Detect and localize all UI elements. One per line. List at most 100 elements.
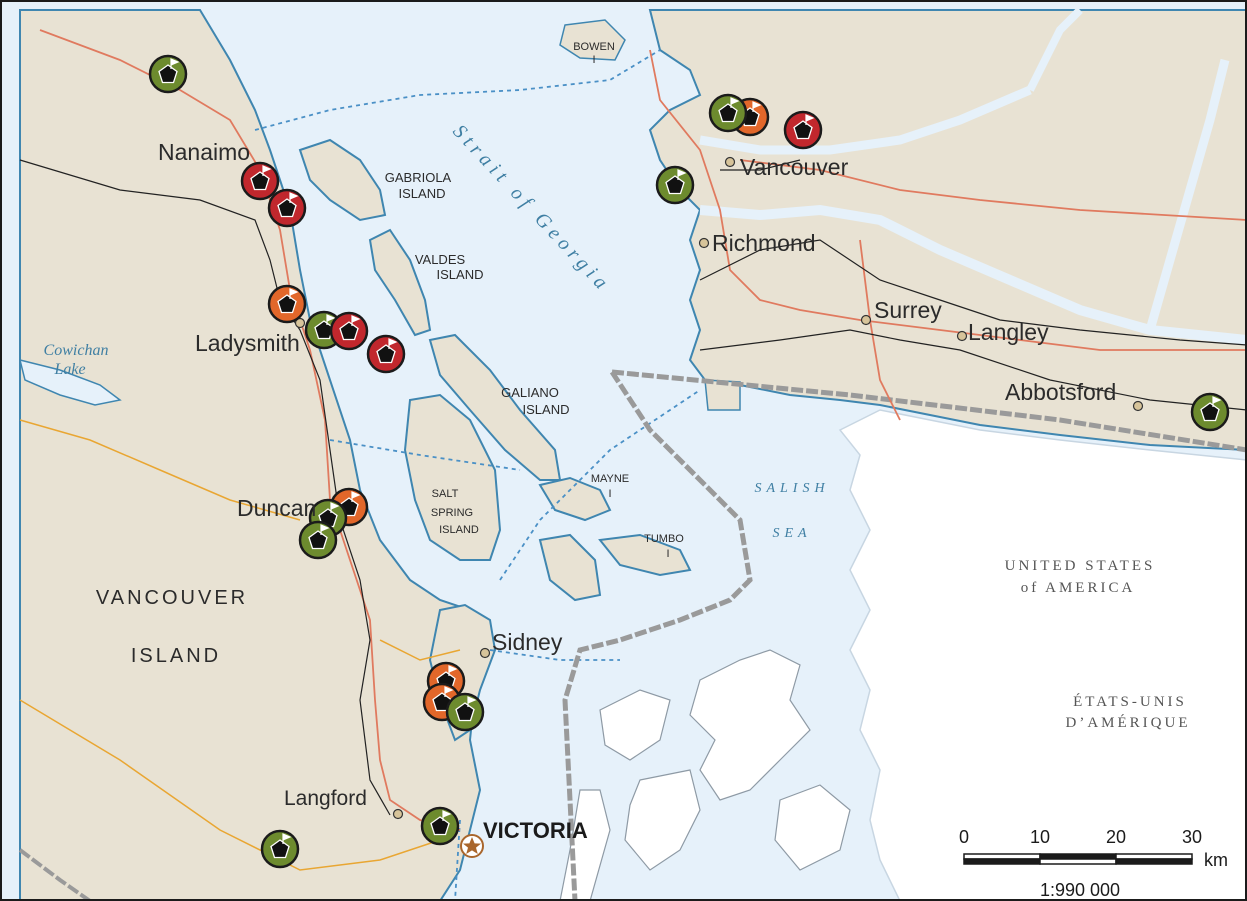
site-marker-red[interactable] xyxy=(240,161,280,201)
scale-tick-10: 10 xyxy=(1030,827,1050,847)
langley-dot[interactable] xyxy=(956,330,968,342)
ferry-routes xyxy=(254,49,701,901)
flag-icon xyxy=(805,114,815,125)
site-marker-red[interactable] xyxy=(329,311,369,351)
island-label-saltspring-2: SPRING xyxy=(431,507,473,519)
international-border xyxy=(562,369,1247,901)
indian-arm xyxy=(1026,7,1083,92)
scale-tick-30: 30 xyxy=(1182,827,1202,847)
site-marker-green[interactable] xyxy=(1190,392,1230,432)
site-marker-orange[interactable] xyxy=(267,284,307,324)
island-label-tumbo-i: I xyxy=(666,548,669,560)
saltspring-island xyxy=(403,393,502,561)
abbotsford-dot[interactable] xyxy=(1132,400,1144,412)
bowen-island xyxy=(559,19,626,61)
san-juan-islands-4 xyxy=(774,784,851,871)
site-marker-red[interactable] xyxy=(366,334,406,374)
site-marker-green[interactable] xyxy=(708,93,748,133)
island-label-mayne: MAYNE xyxy=(591,473,629,485)
city-label-duncan[interactable]: Duncan xyxy=(237,495,316,521)
flag-icon xyxy=(262,165,272,176)
flag-icon xyxy=(351,491,361,502)
site-marker-red[interactable] xyxy=(267,188,307,228)
flag-icon xyxy=(320,524,330,535)
island-label-tumbo: TUMBO xyxy=(644,533,684,545)
island-label-gabriola: GABRIOLA xyxy=(385,170,452,185)
site-marker-green[interactable] xyxy=(655,165,695,205)
site-marker-green[interactable] xyxy=(445,692,485,732)
city-label-ladysmith[interactable]: Ladysmith xyxy=(195,330,300,356)
pentagon-icon xyxy=(339,321,359,341)
flag-icon xyxy=(1212,396,1222,407)
country-label-usa-2: of AMERICA xyxy=(1021,580,1136,596)
city-label-nanaimo[interactable]: Nanaimo xyxy=(158,139,250,165)
city-label-vancouver[interactable]: Vancouver xyxy=(740,154,849,180)
flag-icon xyxy=(467,696,477,707)
island-label-valdes: VALDES xyxy=(415,252,466,267)
pentagon-icon xyxy=(455,702,475,722)
pitt-lake xyxy=(1145,58,1230,332)
city-label-richmond[interactable]: Richmond xyxy=(712,230,816,256)
valdes-island xyxy=(368,228,432,337)
markers-layer xyxy=(148,54,1230,869)
flag-icon xyxy=(444,686,454,697)
border-southwest xyxy=(18,848,92,901)
pentagon-icon xyxy=(430,816,450,836)
mayne-island xyxy=(538,476,612,522)
island-label-vancouver-island-2: ISLAND xyxy=(131,645,221,667)
sidney-dot[interactable] xyxy=(479,647,491,659)
vancouver-dot[interactable] xyxy=(724,156,736,168)
city-label-surrey[interactable]: Surrey xyxy=(874,297,942,323)
city-label-abbotsford[interactable]: Abbotsford xyxy=(1005,379,1116,405)
island-label-galiano-2: ISLAND xyxy=(523,402,570,417)
richmond-dot[interactable] xyxy=(698,237,710,249)
flag-icon xyxy=(677,169,687,180)
victoria-capital-icon[interactable] xyxy=(460,834,484,858)
country-label-usa-fr: ÉTATS-UNIS xyxy=(1073,693,1187,710)
tumbo-island xyxy=(598,533,692,577)
scale-unit: km xyxy=(1204,850,1228,870)
pentagon-icon xyxy=(250,171,270,191)
gabriola-island xyxy=(298,138,387,222)
water-label-cowichan-lake: Lake xyxy=(53,361,85,378)
flag-icon xyxy=(388,338,398,349)
flag-icon xyxy=(326,314,336,325)
pentagon-icon xyxy=(432,692,452,712)
scale-tick-20: 20 xyxy=(1106,827,1126,847)
flag-icon xyxy=(442,810,452,821)
scale-ratio: 1:990 000 xyxy=(1040,880,1120,900)
san-juan-islands-2 xyxy=(599,689,671,761)
pentagon-icon xyxy=(308,530,328,550)
water-label-cowichan: Cowichan xyxy=(44,342,109,359)
water-label-sea: SEA xyxy=(772,526,811,541)
surrey-dot[interactable] xyxy=(860,314,872,326)
site-marker-red[interactable] xyxy=(783,110,823,150)
flag-icon xyxy=(330,502,340,513)
site-marker-green[interactable] xyxy=(420,806,460,846)
pentagon-icon xyxy=(665,175,685,195)
cowichan-lake xyxy=(18,358,122,406)
secondary-roads xyxy=(19,419,461,871)
ladysmith-dot[interactable] xyxy=(294,317,306,329)
site-marker-green[interactable] xyxy=(260,829,300,869)
pentagon-icon xyxy=(1200,402,1220,422)
island-label-gabriola-2: ISLAND xyxy=(399,186,446,201)
city-label-sidney[interactable]: Sidney xyxy=(492,629,563,655)
site-marker-green[interactable] xyxy=(148,54,188,94)
pentagon-icon xyxy=(718,103,738,123)
city-label-victoria[interactable]: VICTORIA xyxy=(483,818,588,843)
city-label-langford[interactable]: Langford xyxy=(284,787,367,810)
flag-icon xyxy=(170,58,180,69)
pentagon-icon xyxy=(376,344,396,364)
flag-icon xyxy=(289,288,299,299)
us-land xyxy=(838,409,1247,901)
city-label-langley[interactable]: Langley xyxy=(968,319,1049,345)
pentagon-icon xyxy=(793,120,813,140)
highways xyxy=(39,29,1247,831)
site-marker-green[interactable] xyxy=(298,520,338,560)
flag-icon xyxy=(752,101,762,112)
langford-dot[interactable] xyxy=(392,808,404,820)
